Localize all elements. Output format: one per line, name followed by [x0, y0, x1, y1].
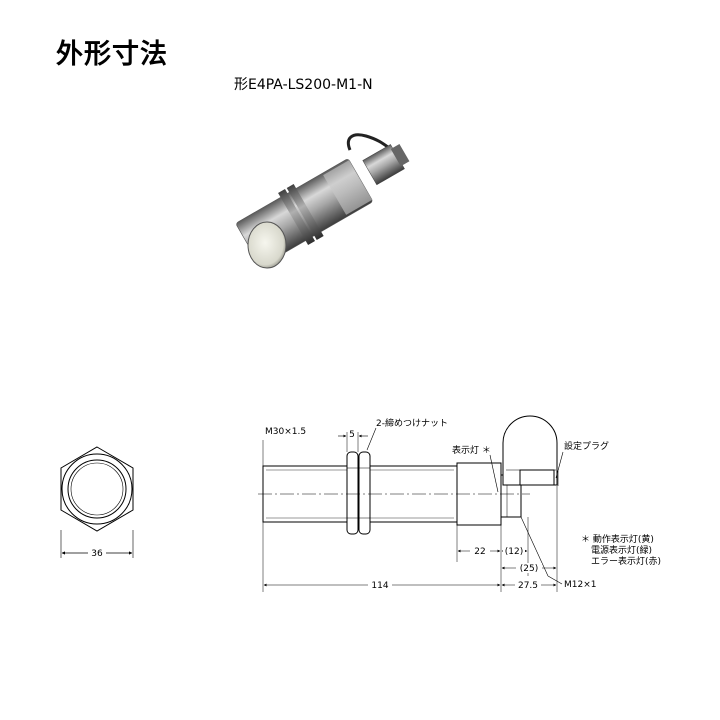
- dim-27-5: 27.5: [518, 581, 538, 591]
- page-title: 外形寸法: [56, 39, 168, 70]
- dim-nut-width: 5: [349, 430, 355, 440]
- dim-12: (12): [505, 547, 523, 557]
- nut-label: 2-締めつけナット: [376, 417, 448, 429]
- dim-across-flats: 36: [91, 549, 103, 559]
- dim-25: (25): [520, 564, 538, 574]
- note-operation-indicator: ＊ 動作表示灯(黄): [581, 533, 654, 545]
- indicator-label: 表示灯 ＊: [452, 444, 491, 456]
- dim-22: 22: [474, 547, 485, 557]
- note-power-indicator: 電源表示灯(緑): [591, 544, 652, 556]
- thread-label: M30×1.5: [265, 427, 306, 437]
- side-view: [258, 415, 564, 592]
- plug-label: 設定プラグ: [564, 440, 609, 452]
- connector-thread-label: M12×1: [564, 580, 596, 590]
- hex-end-view: [60, 446, 134, 558]
- product-photo: [236, 133, 410, 269]
- model-number: 形E4PA-LS200-M1-N: [234, 77, 373, 93]
- note-error-indicator: エラー表示灯(赤): [591, 555, 661, 567]
- dim-114: 114: [371, 581, 388, 591]
